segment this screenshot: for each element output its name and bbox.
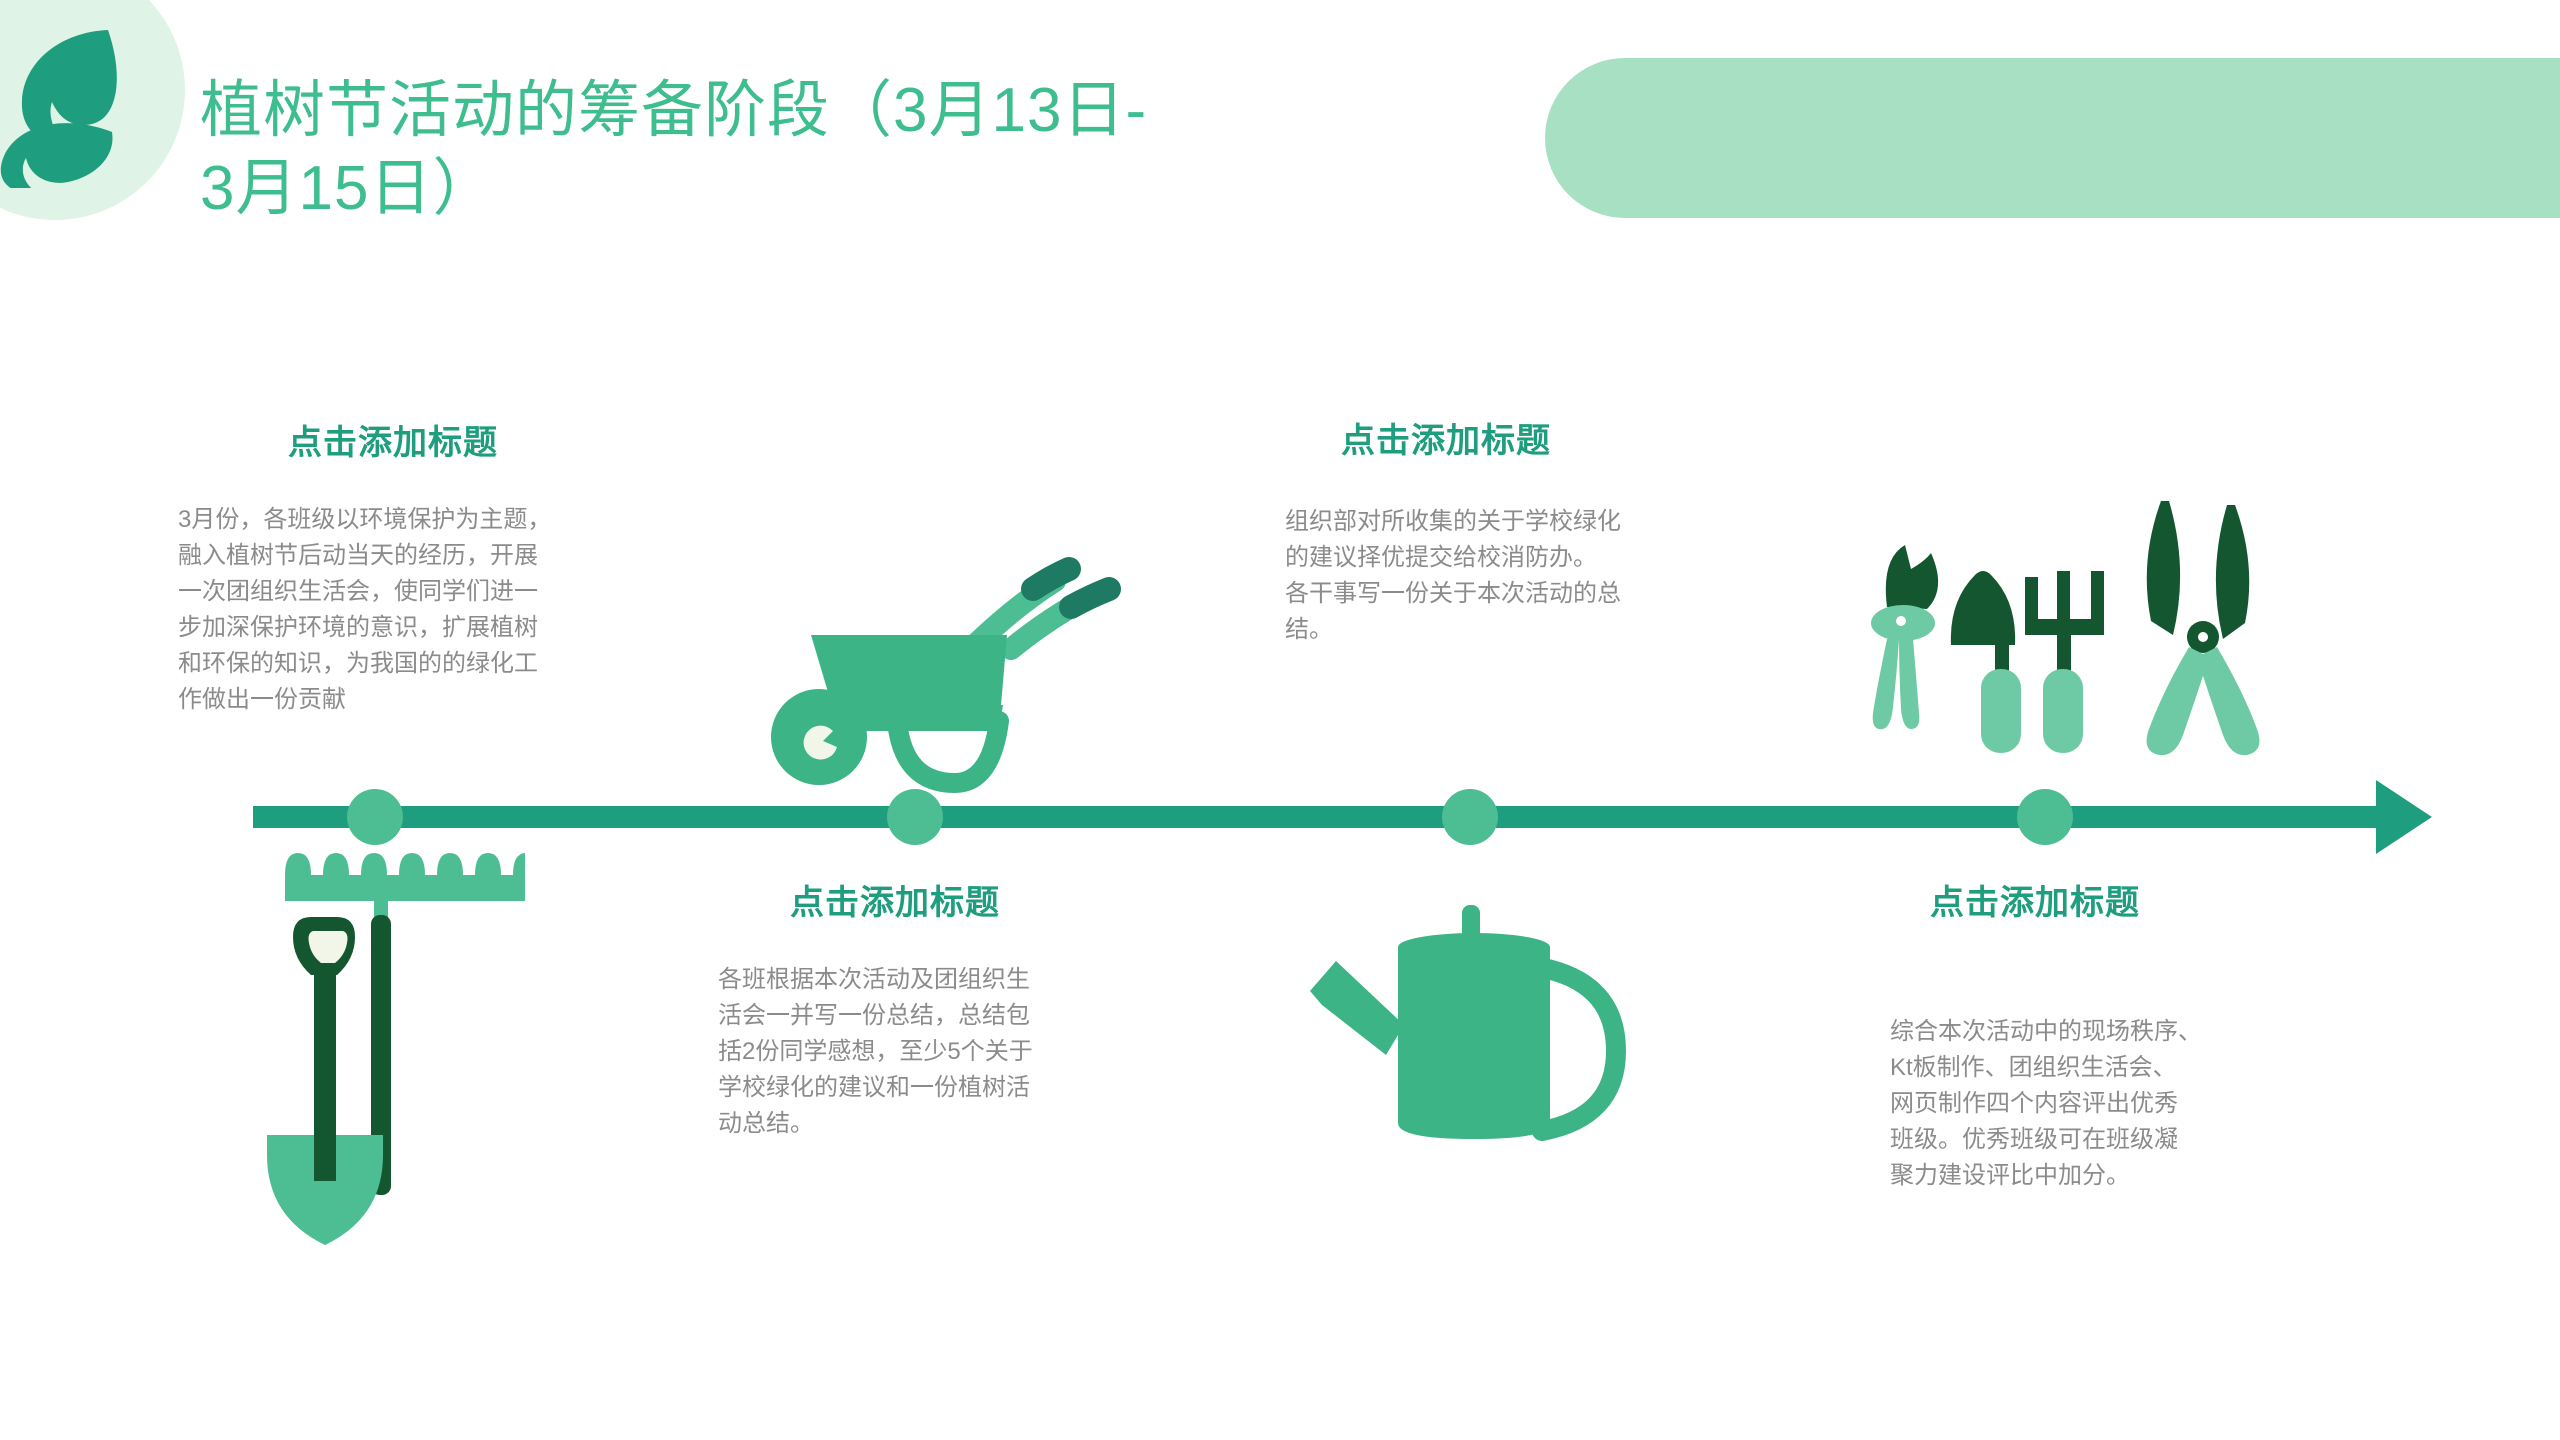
- timeline-node-3[interactable]: [1442, 789, 1498, 845]
- timeline-item-1[interactable]: 点击添加标题 3月份，各班级以环境保护为主题， 融入植树节后动当天的经历，开展 …: [178, 415, 648, 718]
- timeline-node-2[interactable]: [887, 789, 943, 845]
- block-2-title[interactable]: 点击添加标题: [790, 884, 1000, 922]
- right-arrow-icon: [2376, 780, 2432, 854]
- timeline-axis: [253, 806, 2383, 828]
- block-3-body: 组织部对所收集的关于学校绿化 的建议择优提交给校消防办。 各干事写一份关于本次活…: [1285, 508, 1621, 643]
- block-3-title[interactable]: 点击添加标题: [1341, 422, 1551, 460]
- timeline-item-3[interactable]: 点击添加标题 组织部对所收集的关于学校绿化 的建议择优提交给校消防办。 各干事写…: [1285, 413, 1735, 648]
- garden-tools-icon: [1855, 495, 2265, 800]
- block-4-title[interactable]: 点击添加标题: [1930, 884, 2140, 922]
- timeline-item-4[interactable]: 点击添加标题 综合本次活动中的现场秩序、 Kt板制作、团组织生活会、 网页制作四…: [1890, 875, 2290, 1194]
- timeline-node-1[interactable]: [347, 789, 403, 845]
- block-4-body: 综合本次活动中的现场秩序、 Kt板制作、团组织生活会、 网页制作四个内容评出优秀…: [1890, 1018, 2202, 1189]
- wheelbarrow-icon: [745, 545, 1165, 800]
- header-decoration-pill: [1545, 58, 2560, 218]
- block-1-body: 3月份，各班级以环境保护为主题， 融入植树节后动当天的经历，开展 一次团组织生活…: [178, 506, 552, 713]
- timeline-item-2[interactable]: 点击添加标题 各班根据本次活动及团组织生 活会一并写一份总结，总结包 括2份同学…: [718, 875, 1118, 1142]
- shovel-and-rake-icon: [255, 845, 539, 1250]
- page-title: 植树节活动的筹备阶段（3月13日- 3月15日）: [200, 76, 1148, 223]
- block-2-body: 各班根据本次活动及团组织生 活会一并写一份总结，总结包 括2份同学感想，至少5个…: [718, 966, 1033, 1137]
- timeline-node-4[interactable]: [2017, 789, 2073, 845]
- watering-can-icon: [1300, 905, 1670, 1190]
- two-leaves-icon: [0, 28, 140, 193]
- block-1-title[interactable]: 点击添加标题: [288, 424, 498, 462]
